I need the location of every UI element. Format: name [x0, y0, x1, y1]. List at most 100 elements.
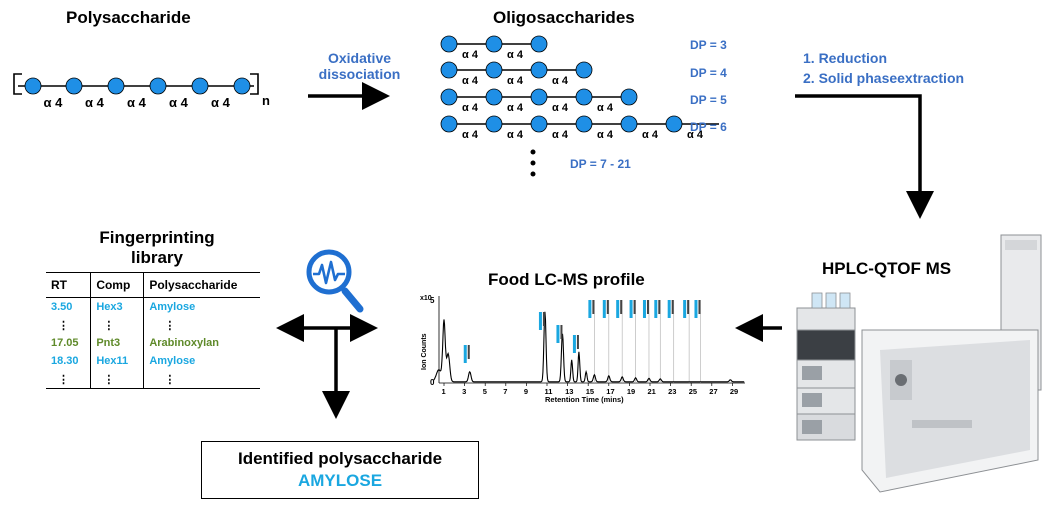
bond-label: α 4	[211, 95, 231, 110]
glucose-node	[530, 35, 548, 53]
xtick-label: 23	[668, 387, 676, 396]
step-reduction: 1. Reduction	[803, 50, 888, 66]
bond-label: α 4	[507, 129, 524, 141]
oligosaccharides-title: Oligosaccharides	[493, 8, 635, 27]
cell-comp: Hex3	[90, 297, 144, 316]
xtick-label: 3	[462, 387, 466, 396]
peak-annotation	[616, 300, 620, 318]
oligo-row: α 4 α 4 α 4 α 4 α 4 α 4	[440, 115, 719, 141]
dp-label: DP = 6	[690, 120, 727, 134]
table-row: ⋮⋮⋮	[46, 370, 260, 389]
cell-rt: 17.05	[51, 337, 79, 349]
result-label: Identified polysaccharide	[237, 449, 443, 468]
polysaccharide-chain: α 4 α 4 α 4 α 4 α 4 n	[13, 73, 270, 110]
peak-annotation	[620, 300, 623, 314]
table-header-row: RT Comp Polysaccharide	[46, 272, 260, 298]
processing-steps: 1. Reduction 2. Solid phaseextraction	[803, 48, 964, 88]
glucose-node	[575, 115, 593, 133]
dp-label: DP = 4	[690, 66, 727, 80]
ylabel: Ion Counts	[421, 333, 428, 370]
xtick-label: 7	[503, 387, 507, 396]
xtick-label: 21	[648, 387, 656, 396]
cell-polysaccharide: Amylose	[143, 352, 260, 370]
peak-annotation	[694, 300, 698, 318]
polysaccharide-title: Polysaccharide	[66, 8, 191, 27]
bond-label: α 4	[507, 49, 524, 61]
cell-polysaccharide: Amylose	[143, 297, 260, 316]
bond-label: α 4	[597, 129, 614, 141]
glucose-node	[575, 61, 593, 79]
peak-annotation	[538, 312, 542, 330]
bond-label: α 4	[127, 95, 147, 110]
peak-annotation	[572, 335, 576, 353]
bond-label: α 4	[169, 95, 189, 110]
cell-rt: 3.50	[51, 301, 73, 313]
cell-rt: 18.30	[51, 355, 79, 367]
result-box: Identified polysaccharide AMYLOSE	[201, 441, 479, 499]
magnifier-waveform-icon	[306, 249, 364, 313]
peak-annotation	[671, 300, 674, 314]
bond-label: α 4	[687, 129, 704, 141]
bond-label: α 4	[462, 129, 479, 141]
bond-label: α 4	[44, 95, 64, 110]
peak-annotation	[698, 300, 701, 314]
cell-comp: ⋮	[90, 370, 144, 389]
left-bracket	[13, 73, 22, 95]
xtick-label: 13	[565, 387, 573, 396]
xtick-label: 5	[483, 387, 487, 396]
peak-annotation	[606, 300, 609, 314]
bond-label: α 4	[462, 102, 479, 114]
peak-annotation	[576, 335, 579, 349]
cell-rt: ⋮	[46, 370, 91, 389]
ytick-zero: 0	[430, 378, 435, 387]
right-bracket	[250, 73, 259, 95]
cell-comp: Hex11	[90, 352, 144, 370]
oxidative-dissociation-label: Oxidative dissociation	[312, 50, 407, 82]
dp-label: DP = 5	[690, 93, 727, 107]
bond-label: α 4	[552, 129, 569, 141]
glucose-node	[191, 77, 209, 95]
bond-label: α 4	[85, 95, 105, 110]
library-title-line1: Fingerprinting	[99, 228, 215, 247]
peak-annotation	[467, 345, 470, 359]
cell-rt: ⋮	[58, 319, 69, 332]
result-value: AMYLOSE	[297, 471, 383, 490]
peak-annotation	[556, 325, 560, 343]
glucose-node	[233, 77, 251, 95]
xtick-label: 1	[442, 387, 446, 396]
header-polysaccharide: Polysaccharide	[143, 272, 260, 298]
bond-label: α 4	[462, 49, 479, 61]
glucose-node	[530, 61, 548, 79]
cell-comp: Pnt3	[90, 334, 144, 352]
glucose-node	[620, 115, 638, 133]
glucose-node	[530, 88, 548, 106]
table-row: ⋮⋮⋮	[46, 316, 260, 334]
glucose-node	[485, 88, 503, 106]
xtick-label: 25	[689, 387, 697, 396]
peak-annotation	[560, 325, 563, 339]
xtick-label: 27	[709, 387, 717, 396]
step-spe: 2. Solid phaseextraction	[803, 70, 965, 86]
repeat-n: n	[262, 93, 270, 108]
glucose-node	[65, 77, 83, 95]
glucose-node	[440, 61, 458, 79]
peak-annotation	[463, 345, 467, 363]
step1-line2: dissociation	[318, 66, 401, 82]
cell-polysaccharide: ⋮	[143, 316, 260, 334]
peak-annotation	[667, 300, 671, 318]
cell-polysaccharide: ⋮	[143, 370, 260, 389]
cell-comp: ⋮	[90, 316, 144, 334]
bond-label: α 4	[642, 129, 659, 141]
header-rt: RT	[46, 272, 91, 298]
bond-label: α 4	[507, 75, 524, 87]
arrow-to-instrument	[795, 94, 934, 219]
ytick-top: 5	[430, 296, 435, 305]
glucose-node	[440, 35, 458, 53]
